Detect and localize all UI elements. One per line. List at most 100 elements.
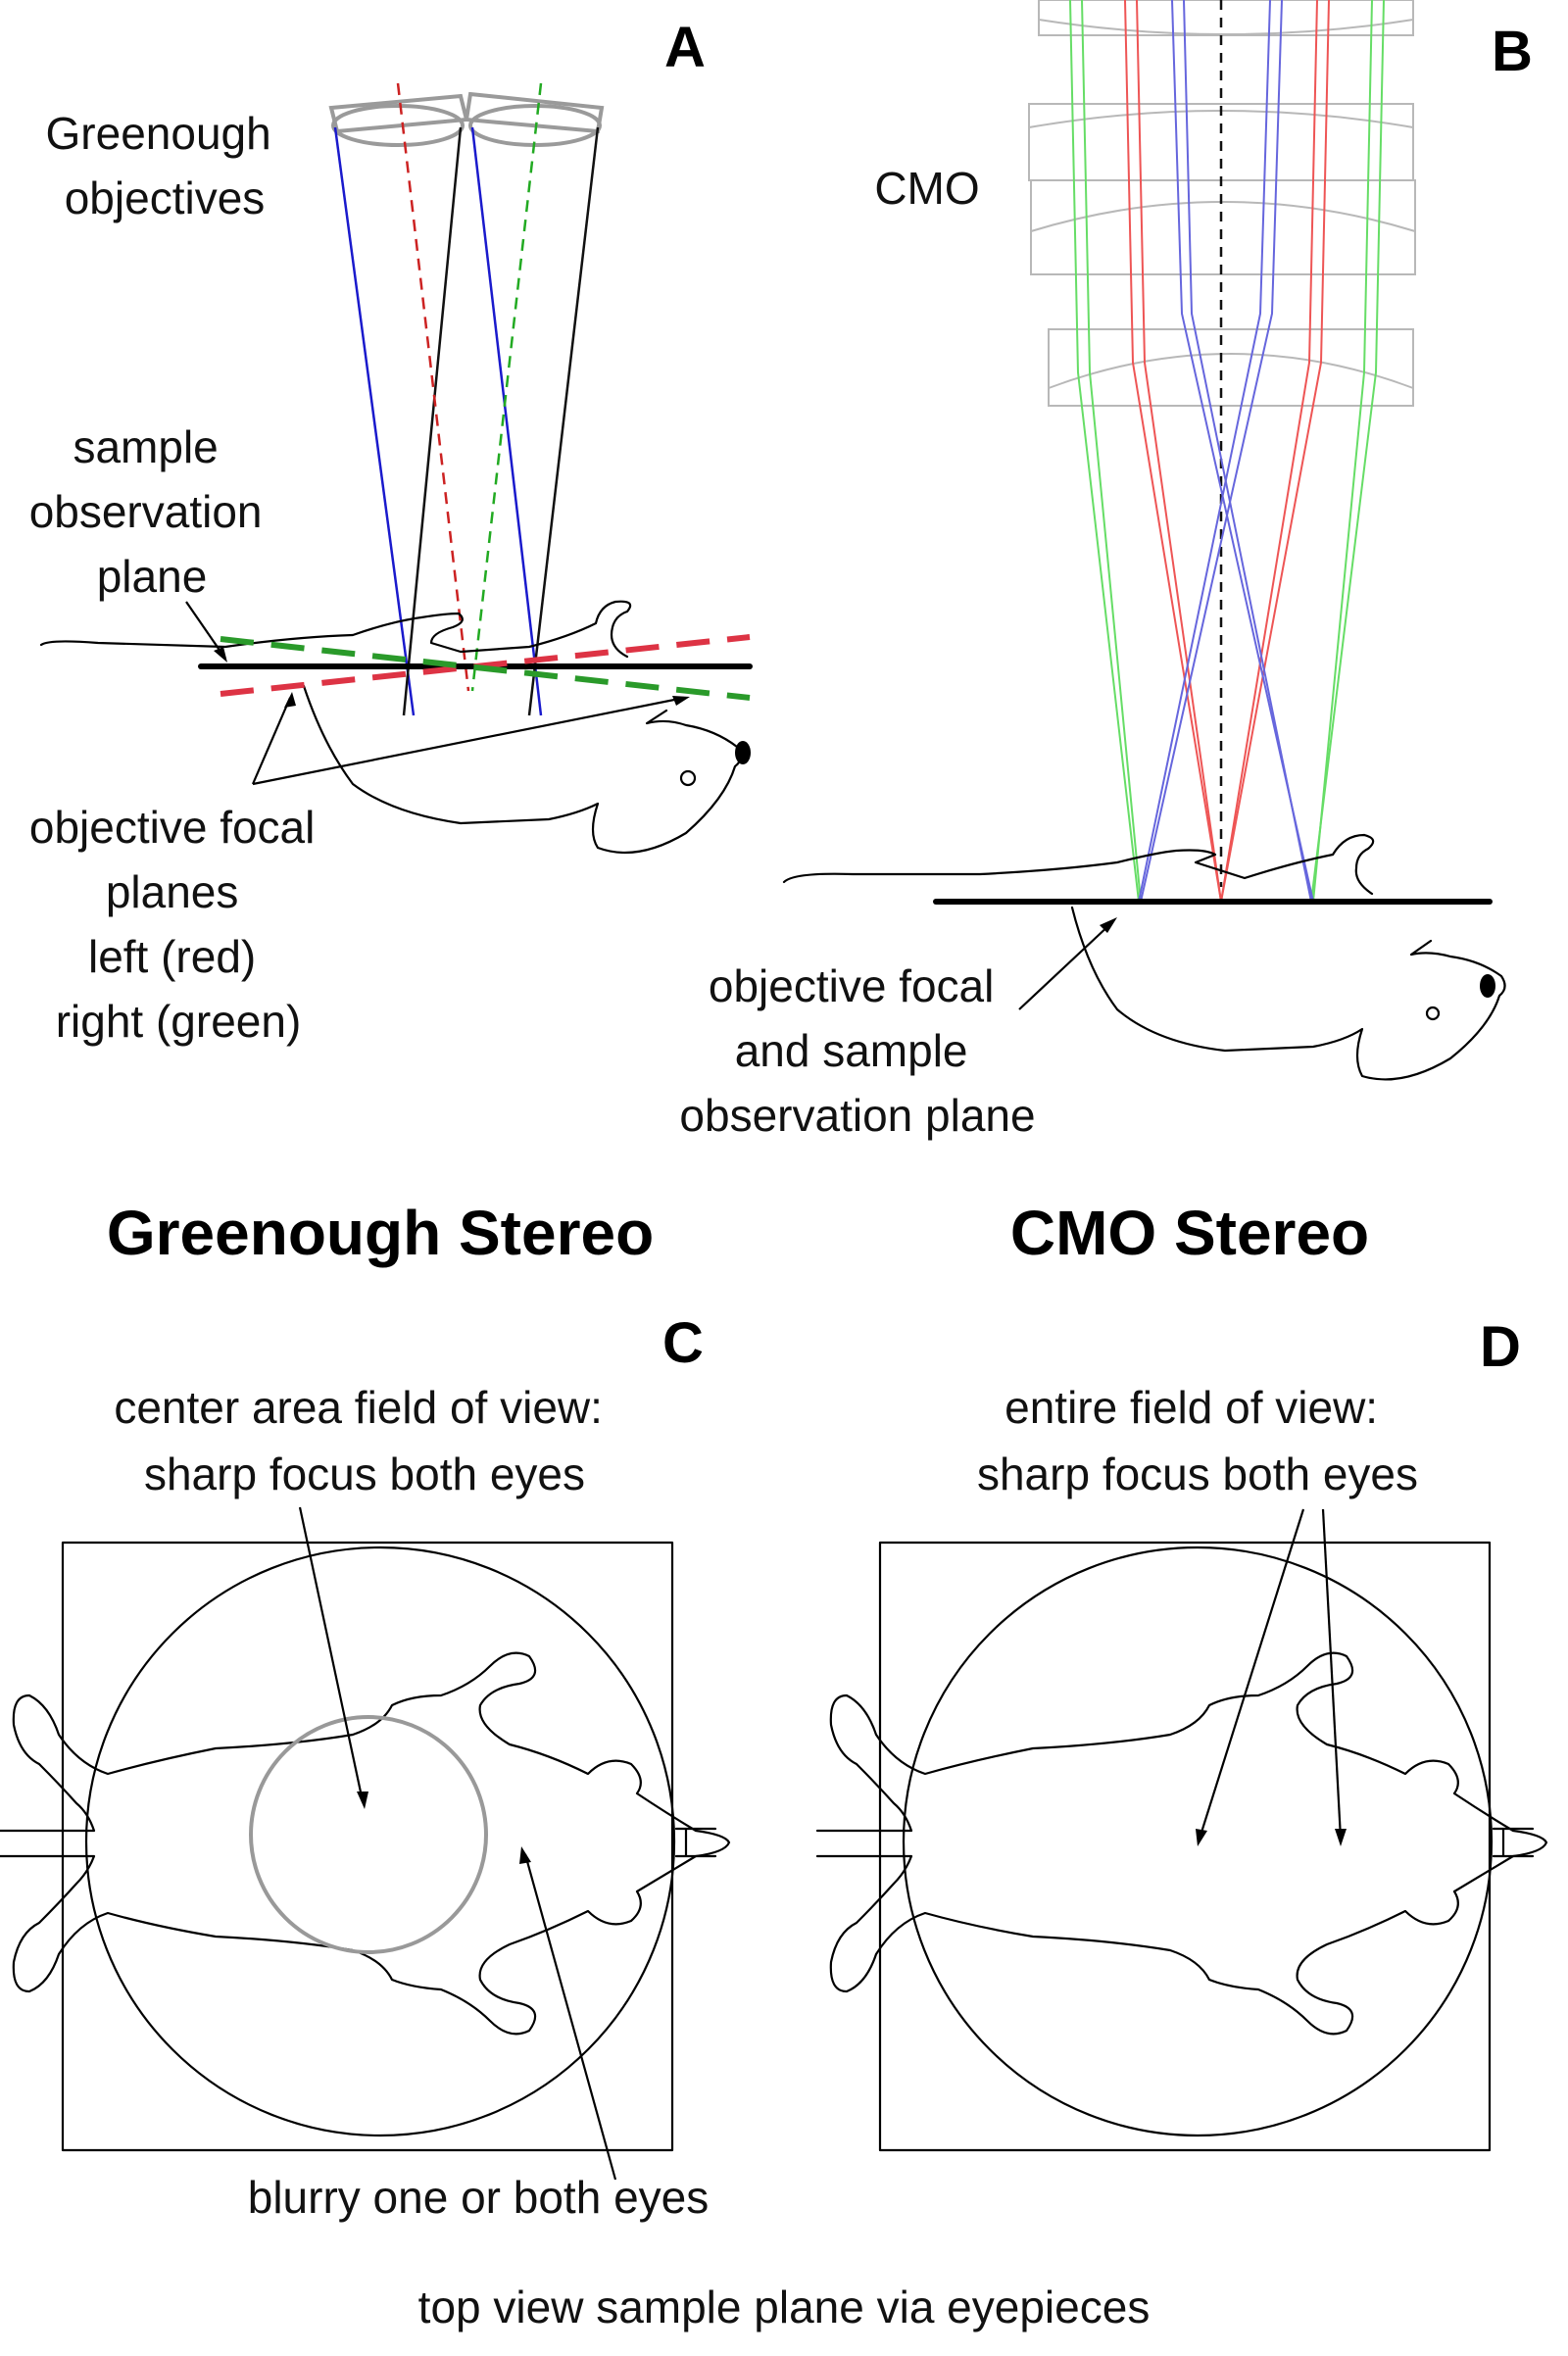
- center-area-pointer: [298, 1506, 365, 1802]
- right-objective-beam-outer: [527, 126, 600, 716]
- cmo-lens-3-curve: [1030, 201, 1416, 232]
- eyepiece-frame-c: [61, 1541, 674, 2152]
- focal-plane-pointer-right: [252, 696, 685, 786]
- sample-plane-pointer-head: [214, 647, 227, 663]
- cmo-lens-1-curve: [1038, 19, 1414, 35]
- entire-field-label: entire field of view: sharp focus both e…: [977, 1382, 1418, 1499]
- panel-a: A Greenough objectives sample observatio…: [29, 16, 753, 1047]
- left-objective-axis: [396, 82, 470, 692]
- mouse-body-a: [302, 684, 742, 855]
- panel-letter-c: C: [662, 1311, 704, 1375]
- sharp-focus-area-c: [249, 1715, 488, 1954]
- greenough-objectives-line-1: Greenough: [46, 108, 271, 159]
- cmo-red-ray-left: [1124, 0, 1222, 903]
- focal-planes-line-2: planes: [106, 866, 239, 917]
- mouse-tail-b: [782, 833, 1375, 896]
- mouse-body-b: [1070, 906, 1506, 1081]
- cmo-green-ray-left: [1069, 0, 1140, 903]
- focal-sample-pointer: [1018, 922, 1112, 1010]
- focal-plane-pointer-left: [251, 697, 292, 785]
- focal-sample-line-2: and sample: [735, 1025, 968, 1076]
- cmo-green-ray-right-2: [1310, 0, 1385, 903]
- left-objective-lens-curve: [331, 104, 465, 147]
- cmo-rays: [1069, 0, 1385, 903]
- panel-b: B CMO: [679, 0, 1533, 1141]
- blurry-pointer: [523, 1853, 617, 2181]
- cmo-stereo-title: CMO Stereo: [1010, 1198, 1369, 1268]
- mouse-side-view-b: [782, 833, 1506, 1081]
- cmo-blue-ray-right: [1138, 0, 1271, 903]
- cmo-blue-ray-right-2: [1140, 0, 1283, 903]
- left-objective-beam-inner: [402, 126, 463, 716]
- panel-letter-b: B: [1492, 20, 1533, 83]
- panel-c: C center area field of view: sharp focus…: [0, 1311, 731, 2223]
- field-of-view-d: [902, 1546, 1494, 2137]
- blurry-label: blurry one or both eyes: [248, 2172, 710, 2223]
- entire-field-pointer-right: [1321, 1508, 1343, 1840]
- cmo-green-ray-left-2: [1081, 0, 1142, 903]
- center-area-pointer-head: [357, 1792, 368, 1809]
- cmo-blue-ray-left: [1171, 0, 1314, 903]
- focal-sample-label: objective focal and sample observation p…: [679, 960, 1035, 1141]
- sample-plane-line-2: observation: [29, 486, 263, 537]
- sample-plane-line-3: plane: [97, 551, 208, 602]
- focal-sample-line-3: observation plane: [679, 1090, 1035, 1141]
- cmo-red-ray-left-2: [1136, 0, 1222, 903]
- greenough-beams: [333, 82, 600, 716]
- sample-plane-line-1: sample: [73, 421, 218, 472]
- mouse-outline-c: [0, 1651, 731, 2036]
- focal-sample-pointer-head: [1100, 917, 1117, 933]
- mouse-outline-d: [815, 1651, 1548, 2036]
- entire-field-pointer-left: [1198, 1508, 1305, 1840]
- eyepiece-frame-d: [878, 1541, 1492, 2152]
- right-objective-beam-inner: [470, 126, 543, 716]
- entire-field-line-2: sharp focus both eyes: [977, 1448, 1418, 1499]
- cmo-lens-4: [1048, 328, 1414, 407]
- cmo-blue-ray-left-2: [1183, 0, 1312, 903]
- blurry-pointer-head: [519, 1846, 531, 1864]
- mouse-head-c: [674, 1827, 717, 1858]
- greenough-objectives-label: Greenough objectives: [46, 108, 284, 223]
- mouse-head-d: [1492, 1827, 1535, 1858]
- focal-plane-pointer-right-head: [672, 696, 690, 706]
- mouse-top-view-d: [815, 1651, 1548, 2036]
- mouse-nose-a: [735, 741, 751, 764]
- mouse-nose-b: [1480, 974, 1495, 998]
- greenough-objective-lenses: [328, 91, 605, 147]
- greenough-stereo-title: Greenough Stereo: [107, 1198, 654, 1268]
- cmo-lens-1: [1038, 0, 1414, 36]
- mouse-top-view-c: [0, 1651, 731, 2036]
- focal-sample-line-1: objective focal: [709, 960, 995, 1011]
- footer-caption: top view sample plane via eyepieces: [418, 2282, 1151, 2332]
- focal-planes-line-4: right (green): [56, 996, 302, 1047]
- center-area-line-2: sharp focus both eyes: [144, 1448, 585, 1499]
- right-focal-plane: [220, 636, 751, 701]
- left-objective-beam-outer: [333, 126, 416, 716]
- panel-letter-a: A: [664, 16, 706, 79]
- focal-planes-line-1: objective focal: [29, 802, 316, 853]
- focal-plane-pointer-left-head: [284, 692, 296, 708]
- field-of-view-c: [84, 1546, 676, 2137]
- right-objective-axis: [470, 82, 543, 692]
- panel-d: D entire field of view: sharp focus both…: [815, 1315, 1548, 2152]
- greenough-objectives-line-2: objectives: [65, 172, 266, 223]
- mouse-eye-b: [1425, 1006, 1441, 1021]
- cmo-green-ray-right: [1312, 0, 1373, 903]
- mouse-side-view-a: [39, 600, 751, 855]
- sample-plane-label: sample observation plane: [29, 421, 275, 602]
- cmo-red-ray-right: [1220, 0, 1318, 903]
- mouse-tail-a: [39, 600, 632, 659]
- cmo-red-ray-right-2: [1220, 0, 1330, 903]
- cmo-label: CMO: [874, 163, 979, 214]
- center-area-label: center area field of view: sharp focus b…: [114, 1382, 614, 1499]
- focal-planes-label: objective focal planes left (red) right …: [29, 802, 327, 1047]
- focal-planes-line-3: left (red): [88, 931, 256, 982]
- mouse-eye-a: [679, 769, 697, 787]
- entire-field-pointer-right-head: [1335, 1829, 1347, 1846]
- entire-field-line-1: entire field of view:: [1004, 1382, 1378, 1433]
- panel-letter-d: D: [1480, 1315, 1521, 1379]
- cmo-lens-3: [1030, 179, 1416, 275]
- cmo-lens-4-curve: [1048, 353, 1414, 389]
- center-area-line-1: center area field of view:: [114, 1382, 603, 1433]
